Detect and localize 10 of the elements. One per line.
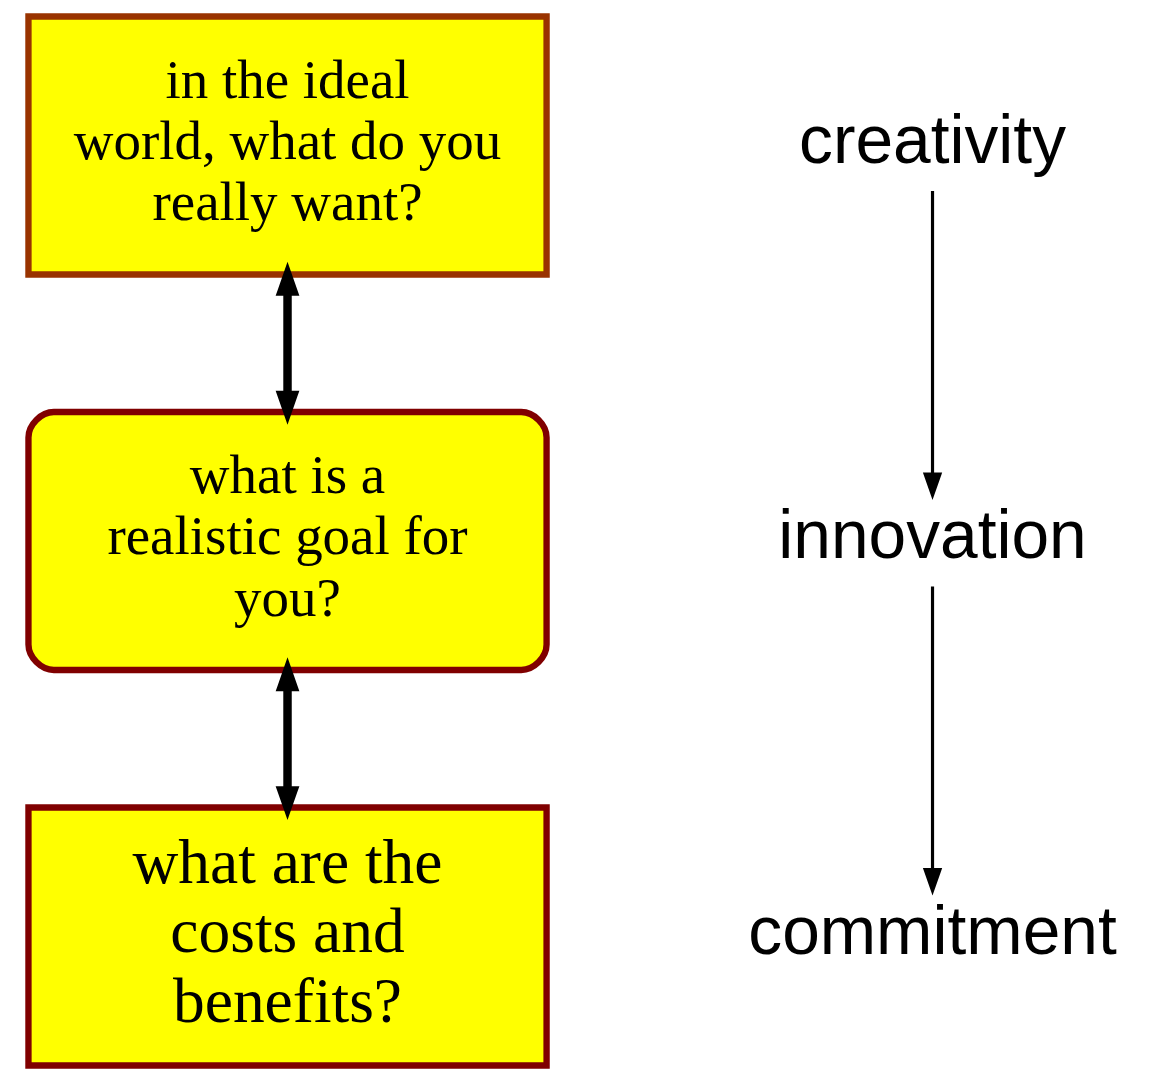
arrow [922, 191, 943, 501]
arrow [922, 586, 943, 896]
node-text: innovation [778, 497, 1087, 573]
arrow [275, 261, 300, 425]
node-box: in the ideal world, what do you really want? [25, 13, 550, 278]
node-box: what are the costs and benefits? [25, 804, 550, 1069]
node-text: commitment [748, 892, 1117, 968]
node-box: what is a realistic goal for you? [25, 408, 550, 674]
arrow [275, 657, 300, 821]
node-text: creativity [799, 101, 1066, 177]
